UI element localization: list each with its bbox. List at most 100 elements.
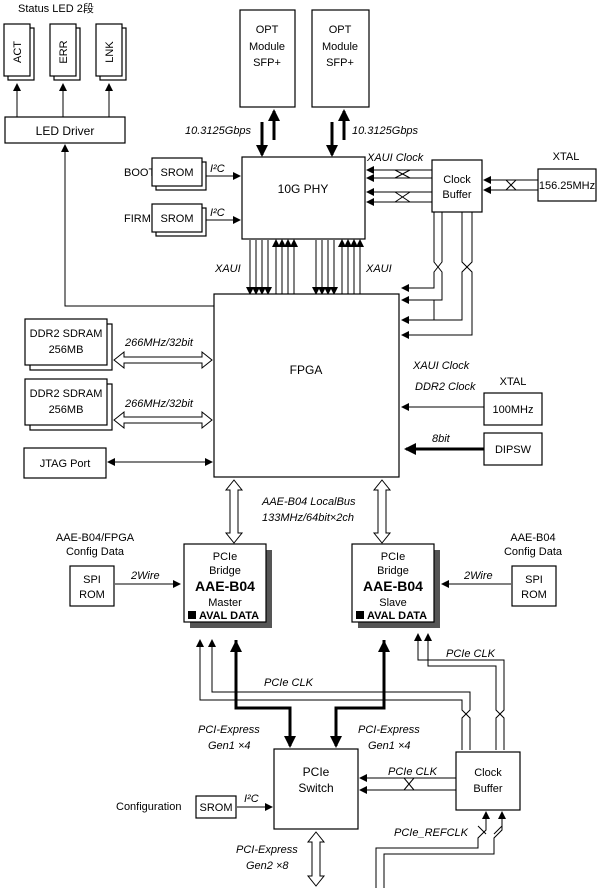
- pcie-gen1-left-line2: Gen1 ×4: [208, 740, 251, 752]
- i2c-boot: I²C: [210, 163, 225, 175]
- opt-speed-right: 10.3125Gbps: [352, 125, 419, 137]
- left-config-line1: AAE-B04/FPGA: [56, 532, 135, 544]
- svg-text:Module: Module: [322, 41, 358, 53]
- xaui-lines: [246, 239, 364, 295]
- pcie-gen1-left-line1: PCI-Express: [198, 724, 260, 736]
- right-config-line1: AAE-B04: [510, 532, 555, 544]
- ddr-1: DDR2 SDRAM 256MB: [24, 318, 113, 371]
- led-err: ERR: [49, 23, 81, 81]
- localbus-line2: 133MHz/64bit×2ch: [262, 512, 354, 524]
- dipsw-box: [483, 432, 543, 466]
- svg-text:PCIe: PCIe: [381, 551, 405, 563]
- xtal-mid-label: XTAL: [500, 376, 527, 388]
- xtal-top-box: [537, 168, 597, 202]
- dipsw-label: DIPSW: [495, 444, 532, 456]
- opt-module-2: OPT Module SFP+: [311, 9, 370, 108]
- svg-text:AVAL DATA: AVAL DATA: [367, 610, 427, 622]
- svg-text:OPT: OPT: [329, 24, 352, 36]
- jtag-box: [23, 447, 107, 479]
- two-wire-right: 2Wire: [463, 570, 493, 582]
- svg-text:SROM: SROM: [161, 213, 194, 225]
- svg-text:SFP+: SFP+: [253, 57, 281, 69]
- fpga-box: [213, 293, 400, 478]
- pcie-gen2-arrow: [306, 831, 326, 887]
- svg-text:Slave: Slave: [379, 597, 407, 609]
- configuration-label: Configuration: [116, 801, 181, 813]
- ddr2-clock-label: DDR2 Clock: [415, 381, 476, 393]
- svg-text:Bridge: Bridge: [377, 565, 409, 577]
- i2c-firm: I²C: [210, 207, 225, 219]
- xaui-right: XAUI: [365, 263, 392, 275]
- xtal-top-label: XTAL: [553, 151, 580, 163]
- pcie-gen2-line2: Gen2 ×8: [246, 860, 289, 872]
- xaui-clock-top: XAUI Clock: [366, 152, 424, 164]
- pcie-clk-bottom: PCIe CLK: [388, 766, 438, 778]
- localbus-line1: AAE-B04 LocalBus: [261, 496, 356, 508]
- pcie-switch-line1: PCIe: [303, 765, 330, 779]
- pcie-clk-mid: PCIe CLK: [264, 677, 314, 689]
- fpga-label: FPGA: [290, 363, 323, 377]
- svg-text:SFP+: SFP+: [326, 57, 354, 69]
- svg-text:Bridge: Bridge: [209, 565, 241, 577]
- xaui-clock-bottom: XAUI Clock: [412, 360, 470, 372]
- bridge-master: PCIe Bridge AAE-B04 Master AVAL DATA: [183, 543, 272, 628]
- bridge-slave: PCIe Bridge AAE-B04 Slave AVAL DATA: [351, 543, 440, 628]
- dipsw-bus: 8bit: [432, 433, 451, 445]
- clock-buffer-top-line2: Buffer: [442, 189, 471, 201]
- phy-box: [241, 156, 366, 240]
- svg-text:Module: Module: [249, 41, 285, 53]
- svg-text:256MB: 256MB: [49, 344, 84, 356]
- xtal-mid-value: 100MHz: [493, 404, 534, 416]
- pcie-switch-box: [273, 748, 359, 830]
- clock-buffer-bottom-line1: Clock: [474, 767, 502, 779]
- led-driver-label: LED Driver: [36, 124, 95, 138]
- pcie-switch-line2: Switch: [298, 781, 333, 795]
- svg-text:256MB: 256MB: [49, 404, 84, 416]
- i2c-config: I²C: [244, 793, 259, 805]
- svg-text:PCIe: PCIe: [213, 551, 237, 563]
- ddr-2: DDR2 SDRAM 256MB: [24, 378, 113, 431]
- clock-buffer-bottom: [455, 751, 521, 811]
- svg-text:AAE-B04: AAE-B04: [363, 578, 423, 594]
- led-driver-box: [4, 116, 126, 144]
- spi-rom-right-line1: SPI: [525, 574, 543, 586]
- led-act: ACT: [3, 23, 35, 81]
- clock-buffer-top-line1: Clock: [443, 174, 471, 186]
- firm-label: FIRM: [124, 213, 151, 225]
- svg-text:AVAL DATA: AVAL DATA: [199, 610, 259, 622]
- svg-text:AAE-B04: AAE-B04: [195, 578, 255, 594]
- pcie-gen1-right-line1: PCI-Express: [358, 724, 420, 736]
- xtal-mid-box: [483, 392, 543, 426]
- svg-text:Master: Master: [208, 597, 242, 609]
- srom-boot: SROM: [151, 157, 207, 191]
- spi-rom-left: [69, 565, 115, 607]
- spi-rom-left-line2: ROM: [79, 589, 105, 601]
- svg-text:ACT: ACT: [12, 41, 24, 63]
- left-config-line2: Config Data: [66, 546, 125, 558]
- svg-text:DDR2 SDRAM: DDR2 SDRAM: [30, 328, 103, 340]
- spi-rom-left-line1: SPI: [83, 574, 101, 586]
- jtag-label: JTAG Port: [40, 458, 91, 470]
- led-lnk: LNK: [95, 23, 127, 81]
- right-config-line2: Config Data: [504, 546, 563, 558]
- pcie-clk-right: PCIe CLK: [446, 648, 496, 660]
- spi-rom-right: [511, 565, 557, 607]
- phy-label: 10G PHY: [278, 182, 329, 196]
- pcie-gen2-line1: PCI-Express: [236, 844, 298, 856]
- opt-module-1: OPT Module SFP+: [239, 9, 296, 108]
- xtal-top-value: 156.25MHz: [539, 180, 595, 192]
- opt-speed-left: 10.3125Gbps: [185, 125, 252, 137]
- srom-config: SROM: [195, 795, 237, 819]
- svg-text:SROM: SROM: [161, 167, 194, 179]
- srom-firm: SROM: [151, 203, 207, 237]
- clock-buffer-bottom-line2: Buffer: [473, 783, 502, 795]
- status-led-title: Status LED 2段: [18, 1, 94, 15]
- localbus-right: [372, 479, 392, 544]
- two-wire-left: 2Wire: [130, 570, 160, 582]
- svg-text:OPT: OPT: [256, 24, 279, 36]
- clock-buffer-top: [431, 159, 483, 213]
- localbus-left: [224, 479, 244, 544]
- ddr-2-bus: [113, 410, 213, 430]
